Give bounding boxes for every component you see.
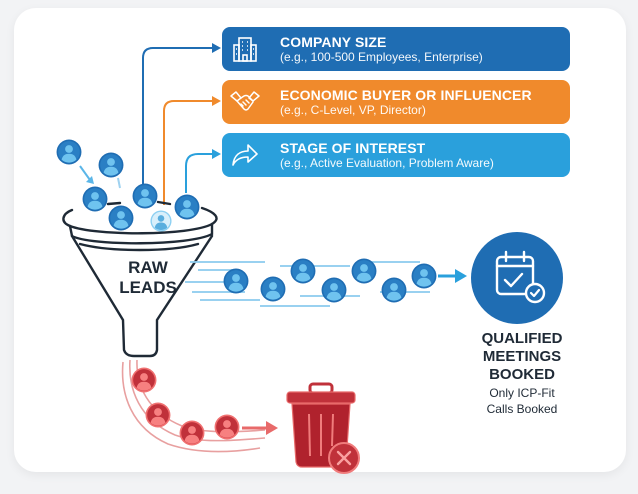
- connector-stage-of-interest: [185, 153, 212, 193]
- lead-avatar: [132, 183, 158, 209]
- qualified-lead-avatar: [321, 277, 347, 303]
- lead-avatar: [174, 194, 200, 220]
- qualified-lead-avatar: [411, 263, 437, 289]
- rejected-lead-avatar: [145, 402, 171, 428]
- outcome-desc-line1: Only ICP-Fit: [489, 386, 555, 400]
- criteria-subtitle: (e.g., C-Level, VP, Director): [280, 102, 426, 117]
- criteria-economic-buyer: ECONOMIC BUYER OR INFLUENCER (e.g., C-Le…: [222, 80, 570, 124]
- share-arrow-icon: [222, 133, 268, 177]
- outcome-headline-line3: BOOKED: [489, 366, 555, 383]
- incoming-leads: [56, 139, 200, 232]
- outcome-headline-line2: MEETINGS: [482, 348, 562, 365]
- outcome-headline-line1: QUALIFIED: [481, 330, 563, 347]
- lead-avatar: [82, 186, 108, 212]
- arrowhead-company-size: [212, 43, 221, 53]
- rejected-arrowhead: [266, 421, 278, 435]
- building-icon: [222, 27, 268, 71]
- rejected-lead-avatar: [131, 367, 157, 393]
- qualified-lead-avatar: [260, 276, 286, 302]
- lead-avatar: [56, 139, 82, 165]
- criteria-company-size: COMPANY SIZE (e.g., 100-500 Employees, E…: [222, 27, 570, 71]
- qualified-lead-avatar: [290, 258, 316, 284]
- lead-avatar: [98, 152, 124, 178]
- handshake-icon: [222, 80, 268, 124]
- rejected-lead-avatar: [214, 414, 240, 440]
- qualified-arrowhead: [455, 269, 467, 283]
- criteria-title: STAGE OF INTEREST: [280, 139, 426, 156]
- outcome-label: QUALIFIED MEETINGS BOOKED Only ICP-Fit C…: [452, 330, 592, 416]
- calendar-check-icon: [471, 232, 563, 324]
- criteria-subtitle: (e.g., Active Evaluation, Problem Aware): [280, 155, 494, 170]
- criteria-stage-of-interest: STAGE OF INTEREST (e.g., Active Evaluati…: [222, 133, 570, 177]
- qualified-lead-avatar: [223, 268, 249, 294]
- outcome-desc-line2: Calls Booked: [486, 402, 558, 416]
- qualified-lead-avatar: [351, 258, 377, 284]
- funnel-label-line2: LEADS: [119, 278, 177, 297]
- funnel-label: RAW LEADS: [108, 258, 188, 298]
- lead-avatar: [150, 210, 172, 232]
- criteria-title: ECONOMIC BUYER OR INFLUENCER: [280, 86, 532, 103]
- connector-company-size: [142, 47, 212, 190]
- arrowhead-stage-of-interest: [212, 149, 221, 159]
- qualified-lead-avatar: [381, 277, 407, 303]
- criteria-subtitle: (e.g., 100-500 Employees, Enterprise): [280, 49, 483, 64]
- rejected-lead-avatar: [179, 420, 205, 446]
- arrowhead-economic-buyer: [212, 96, 221, 106]
- lead-avatar: [108, 205, 134, 231]
- funnel-label-line1: RAW: [128, 258, 168, 277]
- rejected-leads: [131, 367, 240, 446]
- connector-economic-buyer: [163, 100, 212, 205]
- funnel-icon: [62, 200, 218, 358]
- criteria-title: COMPANY SIZE: [280, 33, 387, 50]
- x-circle-icon: [328, 442, 360, 474]
